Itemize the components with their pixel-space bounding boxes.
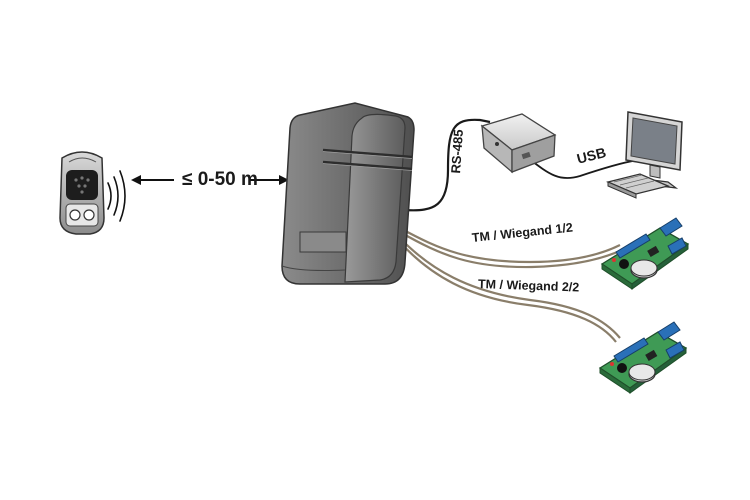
computer-monitor-icon xyxy=(625,111,683,189)
controller-board-icon xyxy=(600,217,690,290)
radio-waves-icon xyxy=(107,170,126,222)
remote-control-icon xyxy=(59,151,105,235)
range-label: ≤ 0-50 m xyxy=(182,169,258,190)
controller-board-icon xyxy=(598,321,688,394)
arrow-right-icon xyxy=(250,175,289,185)
wiegand-cable-1 xyxy=(399,227,623,269)
interface-converter-icon xyxy=(480,113,557,174)
rs485-label: RS-485 xyxy=(447,128,467,175)
usb-cable xyxy=(527,157,639,180)
rs485-cable xyxy=(404,118,491,212)
rfid-reader-icon xyxy=(281,102,415,285)
arrow-left-icon xyxy=(131,175,174,185)
keyboard-icon xyxy=(605,173,671,199)
wiegand-cable-2 xyxy=(397,235,621,343)
